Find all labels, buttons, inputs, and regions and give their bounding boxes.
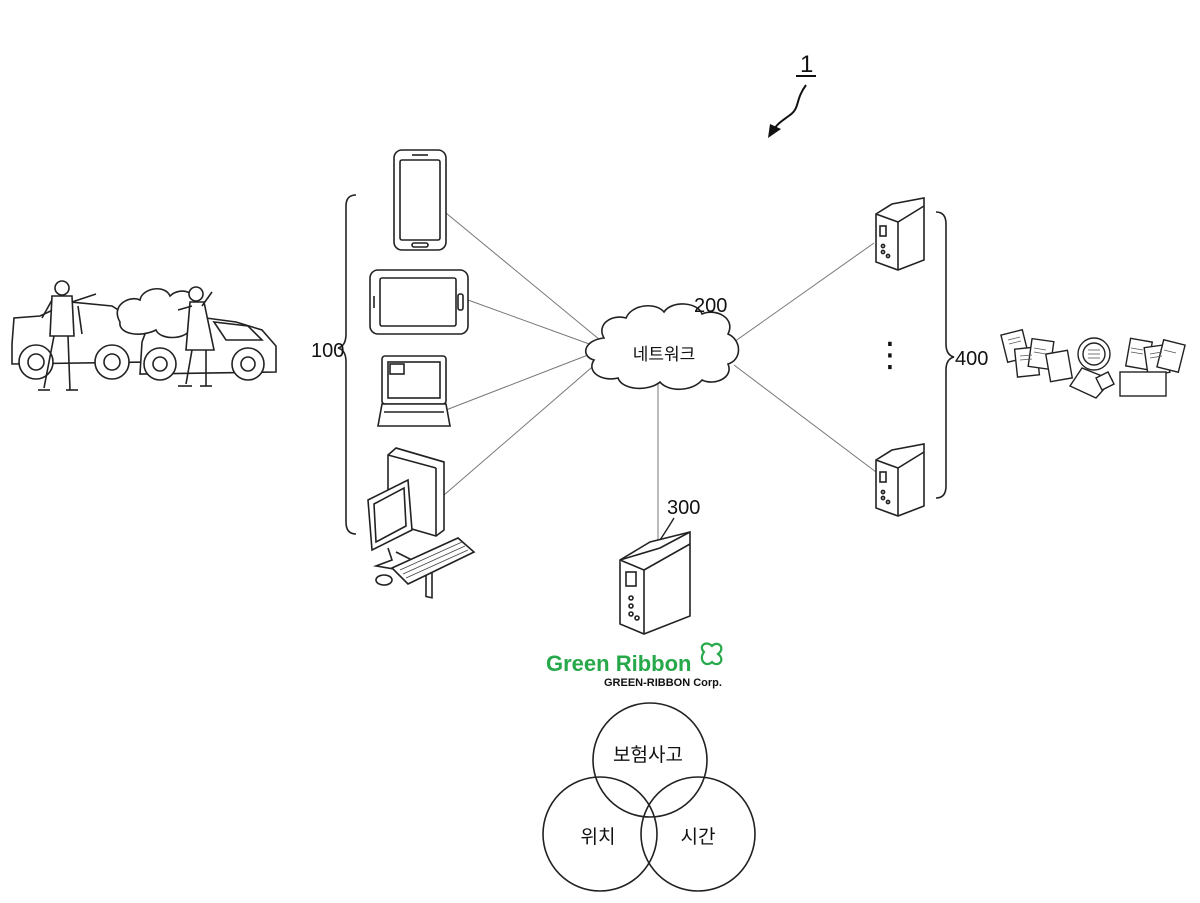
venn-label-location: 위치 — [581, 826, 616, 848]
venn-diagram — [543, 703, 755, 891]
central-server: 300 — [620, 497, 700, 634]
network-label: 네트워크 — [633, 345, 696, 365]
venn-label-accident: 보험사고 — [613, 744, 683, 766]
logo-name: Green Ribbon — [546, 651, 691, 676]
devices-group-bracket: 100 — [311, 195, 356, 534]
tablet-device — [370, 270, 468, 334]
insurers-ellipsis: ⋮ — [873, 335, 907, 375]
green-ribbon-logo: Green Ribbon GREEN-RIBBON Corp. — [546, 644, 722, 689]
insurers-ref-number: 400 — [955, 348, 988, 370]
system-reference: 1 — [768, 51, 816, 138]
system-ref-number: 1 — [800, 51, 813, 78]
network-cloud: 네트워크 200 — [586, 295, 739, 389]
network-ref-number: 200 — [694, 295, 727, 317]
laptop-device — [378, 356, 450, 426]
desktop-computer-device — [368, 448, 474, 598]
insurers-group-bracket: 400 — [936, 212, 988, 498]
server-ref-number: 300 — [667, 497, 700, 519]
logo-corp: GREEN-RIBBON Corp. — [604, 677, 722, 689]
venn-label-time: 시간 — [681, 826, 716, 848]
devices-ref-number: 100 — [311, 340, 344, 362]
insurer-server-top — [876, 198, 924, 270]
insurer-server-bottom — [876, 444, 924, 516]
accident-scene-illustration — [12, 281, 276, 390]
ribbon-icon — [702, 644, 721, 665]
smartphone-device — [394, 150, 446, 250]
pointer-arrow — [772, 85, 806, 133]
document-review-illustration — [1001, 330, 1185, 398]
